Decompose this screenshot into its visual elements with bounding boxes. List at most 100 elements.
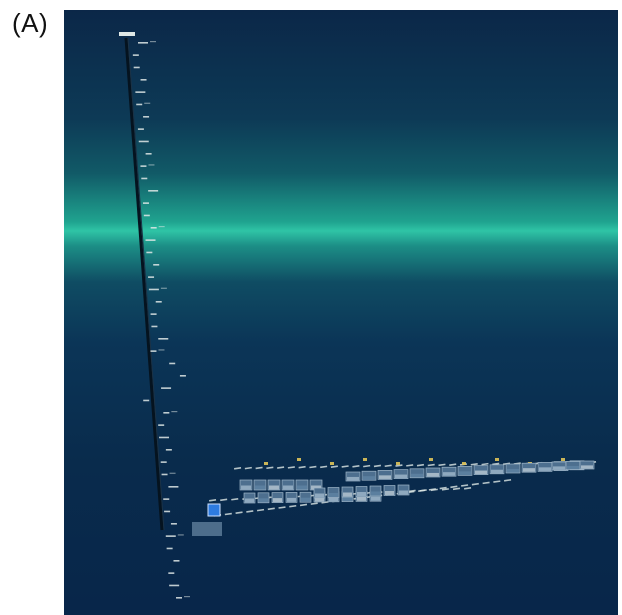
image-thumbnail[interactable] [345,471,361,482]
image-thumbnail[interactable] [489,464,505,475]
trunk-node [132,54,139,56]
image-thumbnail[interactable] [355,486,368,497]
trunk-node-label [148,164,155,166]
thumbnail-frame [295,479,309,491]
branch-node-lower [310,502,318,505]
image-thumbnail[interactable] [409,468,425,479]
branch-node-lower [278,506,286,509]
branch-node-top [449,463,457,466]
thumbnail-content [411,473,423,478]
thumbnail-frame [369,485,382,497]
image-thumbnail[interactable] [397,484,410,496]
trunk-node [168,486,179,488]
thumbnail-content [539,467,551,471]
image-thumbnail[interactable] [313,487,326,499]
image-thumbnail[interactable] [369,485,382,497]
thumbnail-frame [397,484,410,496]
trunk-node [163,498,170,500]
image-thumbnail[interactable] [341,486,354,498]
image-thumbnail[interactable] [243,492,256,504]
thumbnail-content [311,485,321,490]
thumbnail-frame [441,466,457,477]
thumbnail-content [343,497,352,502]
trunk-node [151,325,158,328]
image-thumbnail[interactable] [457,466,473,476]
thumbnail-frame [327,487,340,498]
thumbnail-frame [521,462,537,473]
thumbnail-content [273,498,282,503]
selected-node[interactable] [207,503,221,517]
branch-node-top [330,465,338,468]
trunk-node [143,116,150,118]
image-thumbnail[interactable] [473,465,489,475]
branch-node-top [352,465,360,468]
trunk-node [165,449,172,451]
image-thumbnail[interactable] [521,462,537,473]
tree-visualization-canvas[interactable] [64,10,618,615]
thumbnail-frame [425,467,441,478]
trunk-node [142,202,149,204]
image-thumbnail[interactable] [393,469,409,479]
image-thumbnail[interactable] [505,463,521,474]
image-thumbnail[interactable] [383,485,396,496]
branch-node-top [373,464,382,468]
image-thumbnail[interactable] [441,466,457,477]
thumbnail-content [297,485,307,490]
branch-node-mid [464,487,472,490]
branch-node-lower [267,507,275,511]
image-thumbnail[interactable] [253,479,267,491]
thumbnail-content [427,472,439,477]
trunk-node [140,79,147,81]
branch-node-lower [450,485,458,489]
branch-node-top [481,462,489,466]
thumbnail-content [287,497,296,502]
image-thumbnail[interactable] [257,492,270,504]
thumbnail-content [269,485,279,490]
trunk-node [161,473,168,476]
image-thumbnail[interactable] [537,462,553,472]
image-thumbnail[interactable] [239,479,253,491]
branch-marker [330,462,334,465]
image-thumbnail[interactable] [551,461,567,471]
branch-node-mid [452,487,461,491]
thumbnail-content [371,491,380,496]
trunk-node [148,288,159,291]
branch-node-top [395,464,403,467]
branch-node-lower [289,504,297,508]
thumbnail-content [581,465,593,469]
image-thumbnail[interactable] [271,492,284,503]
thumbnail-frame [383,485,396,496]
thumbnail-frame [267,479,281,491]
image-thumbnail[interactable] [361,470,377,481]
root-node[interactable] [119,32,135,36]
branch-node-top [287,466,295,469]
branch-node-lower [493,480,501,483]
image-thumbnail[interactable] [425,467,441,478]
branch-node-top [320,465,328,469]
main-trunk-line [124,37,164,531]
trunk-node [173,560,180,562]
branch-marker [462,462,466,465]
image-thumbnail[interactable] [327,487,340,498]
thumbnail-frame [239,479,253,491]
branch-node-top [416,463,425,467]
image-thumbnail[interactable] [281,479,295,491]
thumbnail-content [475,470,487,475]
branch-node-top [309,465,317,469]
image-thumbnail[interactable] [377,470,393,480]
image-thumbnail[interactable] [267,479,281,491]
thumbnail-content [245,498,254,503]
thumbnail-frame [457,466,473,476]
trunk-node-label [160,287,167,289]
thumbnail-content [315,493,324,498]
image-thumbnail[interactable] [299,491,312,503]
image-thumbnail[interactable] [285,492,298,503]
branch-node-mid [231,497,239,501]
image-thumbnail[interactable] [295,479,309,491]
trunk-node [150,227,157,229]
trunk-node-label [171,411,178,413]
trunk-node [145,153,152,155]
image-thumbnail[interactable] [579,460,595,470]
branch-marker [396,462,400,465]
image-thumbnail[interactable] [565,461,581,470]
